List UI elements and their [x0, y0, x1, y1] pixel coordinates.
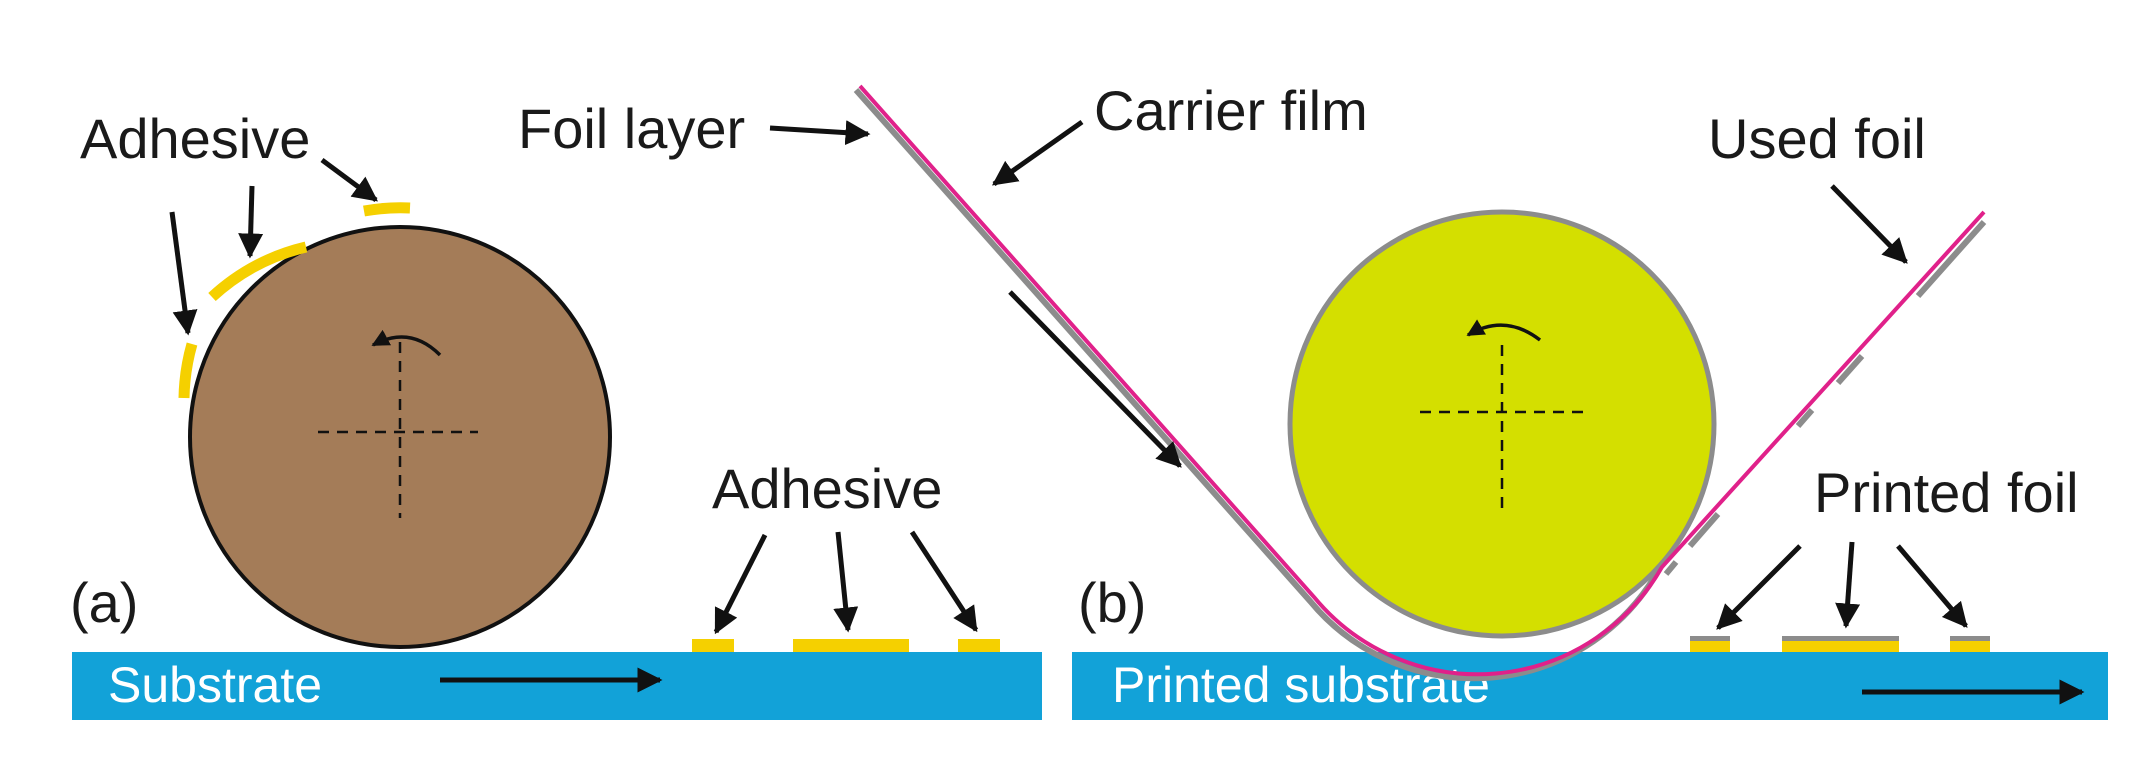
printed-foil-patch	[1782, 641, 1899, 652]
roller-adhesive-arc	[363, 202, 411, 217]
foil-layer-pointer	[769, 120, 871, 146]
substrate-adhesive-patch	[692, 639, 734, 652]
adhesive-pointer	[909, 530, 979, 633]
panel-b-tag: (b)	[1078, 571, 1146, 634]
printed-foil-patch	[1690, 641, 1730, 652]
substrate-bar-a	[72, 652, 1042, 720]
printed-foil-patch	[1782, 636, 1899, 641]
substrate-adhesive-patch	[958, 639, 1000, 652]
adhesive-pointer	[833, 531, 859, 633]
substrate-label-a: Substrate	[108, 657, 322, 713]
used-foil-label: Used foil	[1708, 107, 1926, 170]
adhesive-label-roller: Adhesive	[80, 107, 310, 170]
adhesive-pointer	[320, 157, 379, 203]
used-foil-segment	[1687, 512, 1721, 548]
substrate-bar-b	[1072, 652, 2108, 720]
adhesive-pointer	[713, 533, 768, 635]
used-foil-segment	[1663, 560, 1679, 576]
printed-foil-patch	[1690, 636, 1730, 641]
roller-adhesive-arc	[178, 342, 198, 399]
rotation-arrow-a	[371, 329, 442, 357]
rotation-arrow-b	[1466, 319, 1542, 342]
carrier-film-pointer	[991, 119, 1084, 187]
adhesive-pointer	[169, 211, 198, 336]
printed-foil-patch	[1950, 636, 1990, 641]
used-foil-segment	[1915, 220, 1987, 298]
used-foil-segment	[1835, 354, 1865, 385]
printed-foil-patch	[1950, 641, 1990, 652]
printed-foil-pointer	[1835, 541, 1861, 629]
printed-foil-pointer	[1716, 544, 1802, 630]
carrier-film	[858, 84, 1986, 677]
panel-a: Substrate Adhesive Adhesive (a)	[70, 107, 1042, 720]
substrate-adhesive-patch	[793, 639, 909, 652]
foil-layer-label: Foil layer	[518, 97, 745, 160]
panel-a-tag: (a)	[70, 571, 138, 634]
printed-foil-label: Printed foil	[1814, 461, 2079, 524]
roller-adhesive-arc	[208, 241, 308, 302]
printed-foil-pointer	[1896, 544, 1968, 628]
adhesive-pointer	[238, 185, 264, 259]
adhesive-label-substrate: Adhesive	[712, 457, 942, 520]
used-foil-segment	[1795, 408, 1815, 428]
film-direction-arrow	[1008, 290, 1182, 468]
panel-b: Printed substrate Foil layer Carrier fil…	[518, 79, 2108, 720]
carrier-film-label: Carrier film	[1094, 79, 1368, 142]
used-foil-pointer	[1830, 184, 1908, 264]
substrate-label-b: Printed substrate	[1112, 657, 1490, 713]
